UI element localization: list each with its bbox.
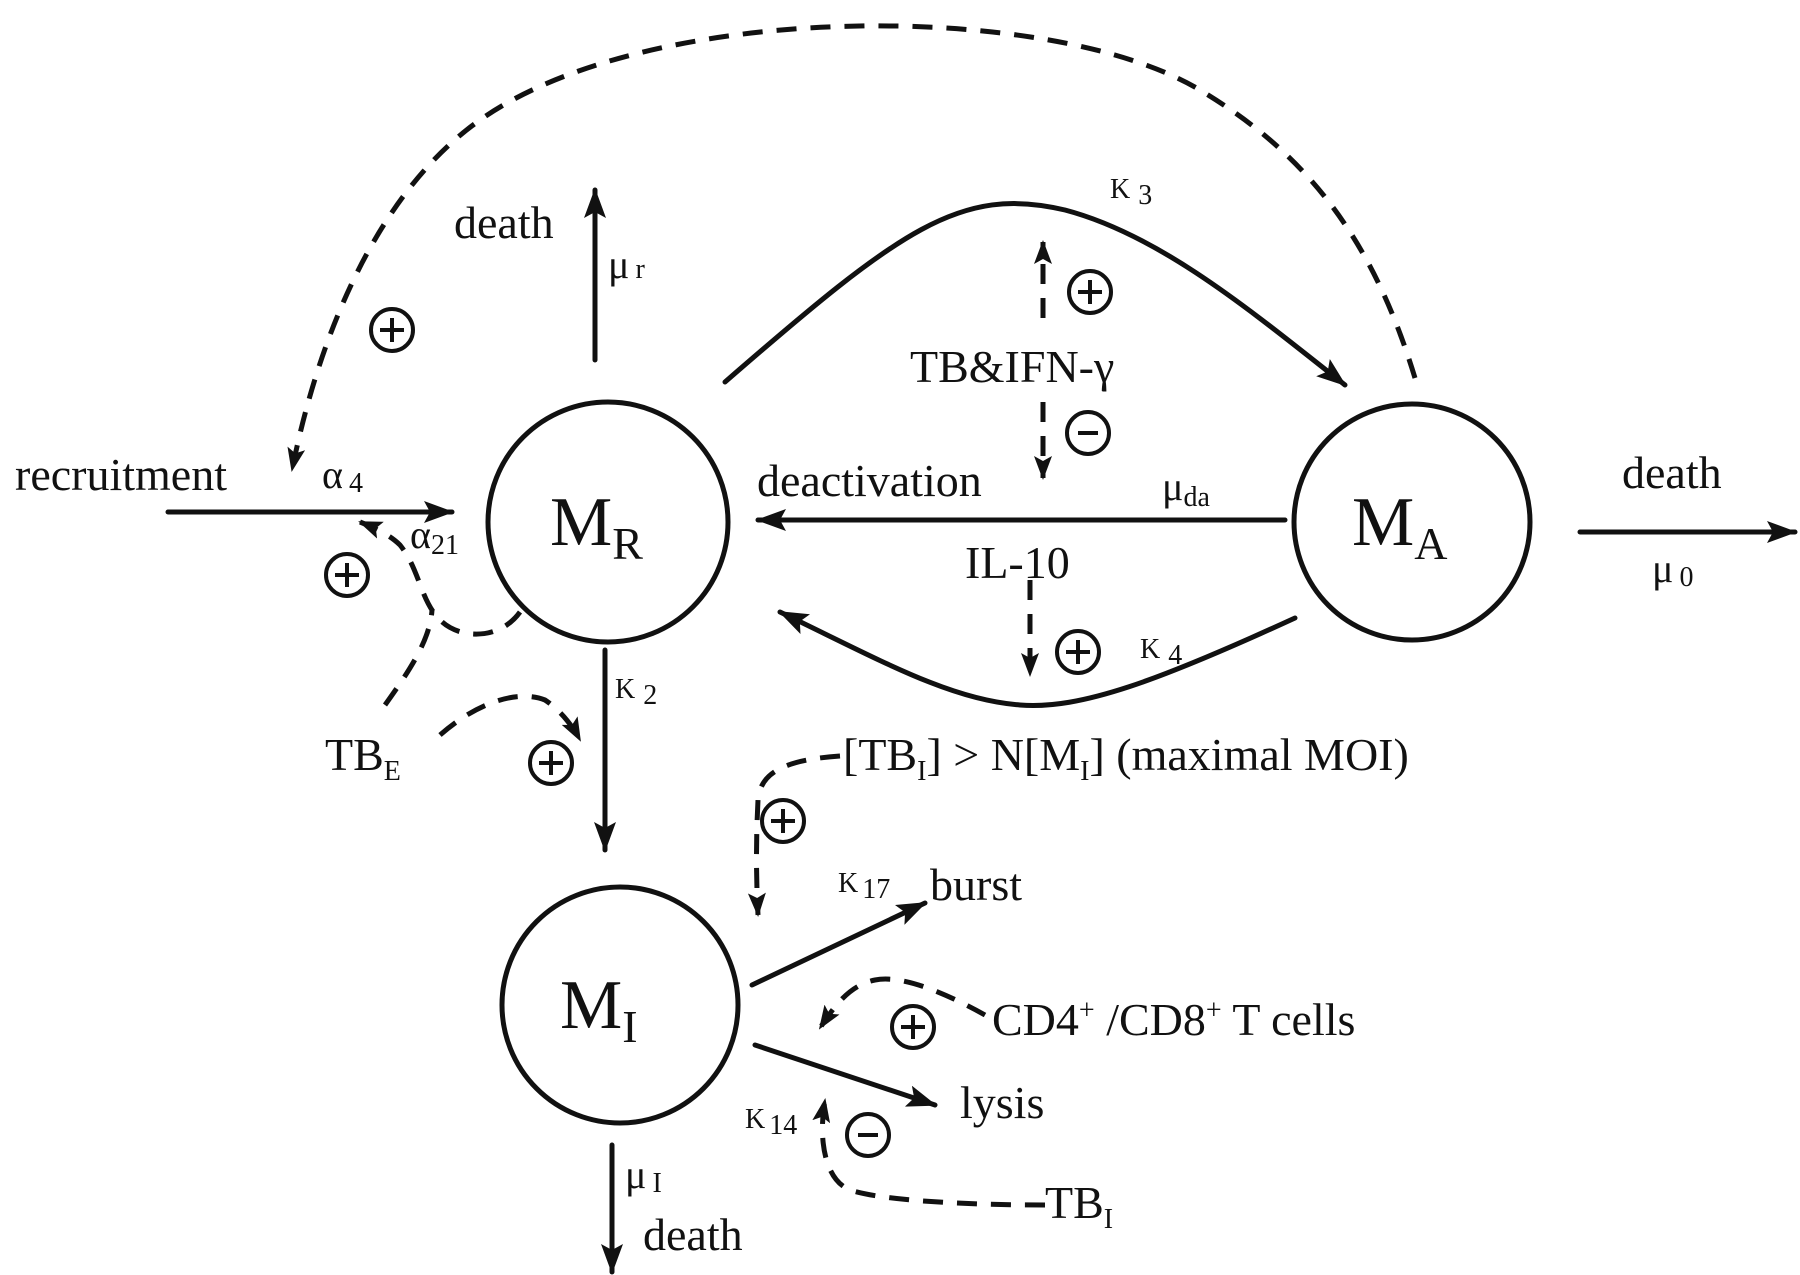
dashed-tbe-to-alpha21 xyxy=(382,609,435,707)
label-tbe: TBE xyxy=(325,729,401,787)
arrow-burst xyxy=(749,900,928,988)
plus-sign-moi xyxy=(760,798,806,844)
dashed-tbe-to-k2 xyxy=(438,693,583,742)
plus-sign-feedback xyxy=(369,307,415,353)
node-ma: MA xyxy=(1291,401,1533,643)
node-mr: MR xyxy=(485,399,731,645)
label-death-top: death xyxy=(454,197,554,248)
node-mi-label: MI xyxy=(560,967,638,1052)
node-mr-label: MR xyxy=(550,484,643,569)
arrow-lysis xyxy=(752,1042,938,1108)
minus-sign-tbifn xyxy=(1065,410,1111,456)
node-ma-label: MA xyxy=(1352,484,1447,569)
label-lysis: lysis xyxy=(960,1077,1044,1128)
label-deactivation: deactivation xyxy=(757,455,982,506)
dashed-moi-to-mi xyxy=(747,753,841,917)
plus-sign-il10 xyxy=(1055,629,1101,675)
label-tbi: TBI xyxy=(1045,1177,1113,1235)
label-death-bottom: death xyxy=(643,1209,743,1260)
arrow-k4 xyxy=(777,609,1298,709)
dashed-tbi-inhibit-lysis xyxy=(812,1098,1046,1208)
minus-sign-tbi xyxy=(845,1112,891,1158)
label-maximal-moi: [TBI] > N[MI] (maximal MOI) xyxy=(843,729,1409,787)
label-mu-da: μda xyxy=(1162,464,1210,513)
arrow-activation-k3 xyxy=(722,201,1348,388)
node-mr-circle xyxy=(485,399,731,645)
label-alpha21: α21 xyxy=(410,512,459,561)
label-death-right: death xyxy=(1622,447,1722,498)
label-recruitment: recruitment xyxy=(15,449,227,500)
label-tb-ifn-gamma: TB&IFN-γ xyxy=(910,341,1114,392)
dashed-tcells-to-lysis xyxy=(817,976,987,1030)
label-burst: burst xyxy=(930,859,1022,910)
plus-sign-tbifn xyxy=(1067,269,1113,315)
label-il10: IL-10 xyxy=(965,537,1070,588)
node-mi-circle xyxy=(499,884,741,1126)
label-t-cells: CD4+ /CD8+ T cells xyxy=(992,994,1355,1045)
plus-sign-tbe xyxy=(528,740,574,786)
plus-sign-alpha21 xyxy=(324,552,370,598)
node-mi: MI xyxy=(499,884,741,1126)
dashed-alpha21-loop xyxy=(358,519,523,637)
node-ma-circle xyxy=(1291,401,1533,643)
plus-sign-tcells xyxy=(890,1004,936,1050)
